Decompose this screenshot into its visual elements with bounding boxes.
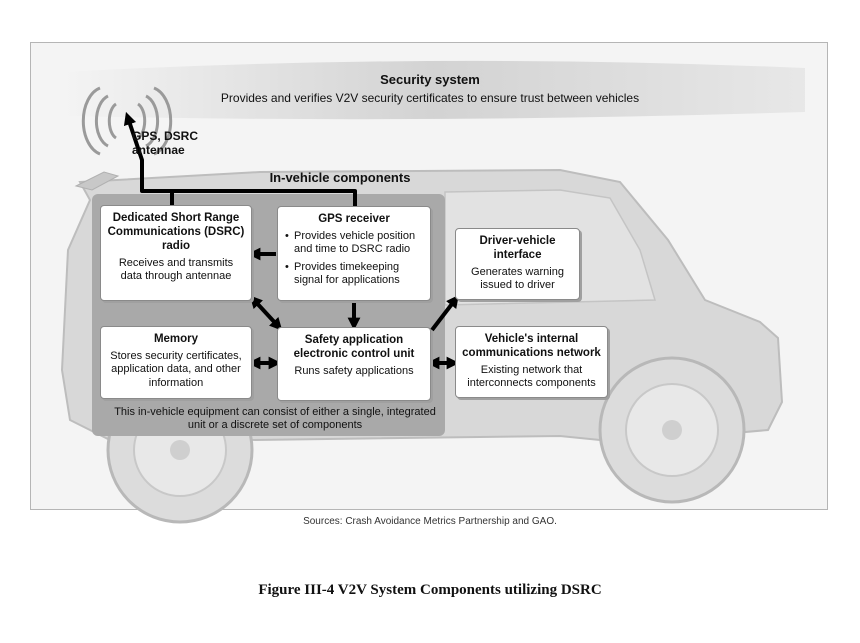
security-system-description: Provides and verifies V2V security certi… xyxy=(220,91,640,105)
security-system-title: Security system xyxy=(380,72,480,87)
arrow-ecu-to-dvi xyxy=(430,294,459,332)
vehicle-spoiler xyxy=(74,171,120,191)
security-system-band xyxy=(62,60,805,120)
safety-ecu-box: Safety application electronic control un… xyxy=(277,327,431,401)
figure-caption: Figure III-4 V2V System Components utili… xyxy=(258,582,602,598)
antenna-waves-icon xyxy=(81,86,173,156)
internal-network-description: Existing network that interconnects comp… xyxy=(467,364,596,390)
driver-vehicle-interface-title: Driver-vehicle interface xyxy=(479,235,556,262)
driver-vehicle-interface-description: Generates warning issued to driver xyxy=(471,266,564,292)
memory-title: Memory xyxy=(153,333,199,345)
internal-network-title: Vehicle's internal communications networ… xyxy=(462,333,601,360)
safety-ecu-description: Runs safety applications xyxy=(294,365,414,378)
sources-note: Sources: Crash Avoidance Metrics Partner… xyxy=(303,516,557,527)
safety-ecu-title: Safety application electronic control un… xyxy=(293,334,415,361)
dsrc-radio-description: Receives and transmits data through ante… xyxy=(118,257,234,283)
in-vehicle-title: In-vehicle components xyxy=(269,170,411,185)
front-wheel xyxy=(598,356,746,504)
dsrc-radio-box: Dedicated Short Range Communications (DS… xyxy=(100,205,252,301)
dsrc-radio-title: Dedicated Short Range Communications (DS… xyxy=(107,212,245,253)
driver-vehicle-interface-box: Driver-vehicle interface Generates warni… xyxy=(455,228,580,300)
memory-description: Stores security certificates, applicatio… xyxy=(110,350,242,389)
gps-receiver-box: GPS receiver Provides vehicle position a… xyxy=(277,206,431,301)
component-arrows xyxy=(247,247,460,370)
gps-receiver-title: GPS receiver xyxy=(318,213,390,225)
antenna-label: GPS, DSRC antennae xyxy=(132,129,199,158)
arrow-dsrc-ecu xyxy=(249,295,283,331)
equipment-note: This in-vehicle equipment can consist of… xyxy=(114,406,436,432)
internal-network-box: Vehicle's internal communications networ… xyxy=(455,326,608,398)
gps-receiver-bullet: Provides vehicle position and time to DS… xyxy=(285,230,424,257)
gps-receiver-bullets: Provides vehicle position and time to DS… xyxy=(284,230,424,288)
antenna-feed-lines xyxy=(123,111,357,206)
memory-box: Memory Stores security certificates, app… xyxy=(100,326,252,399)
gps-receiver-bullet: Provides timekeeping signal for applicat… xyxy=(285,261,424,288)
